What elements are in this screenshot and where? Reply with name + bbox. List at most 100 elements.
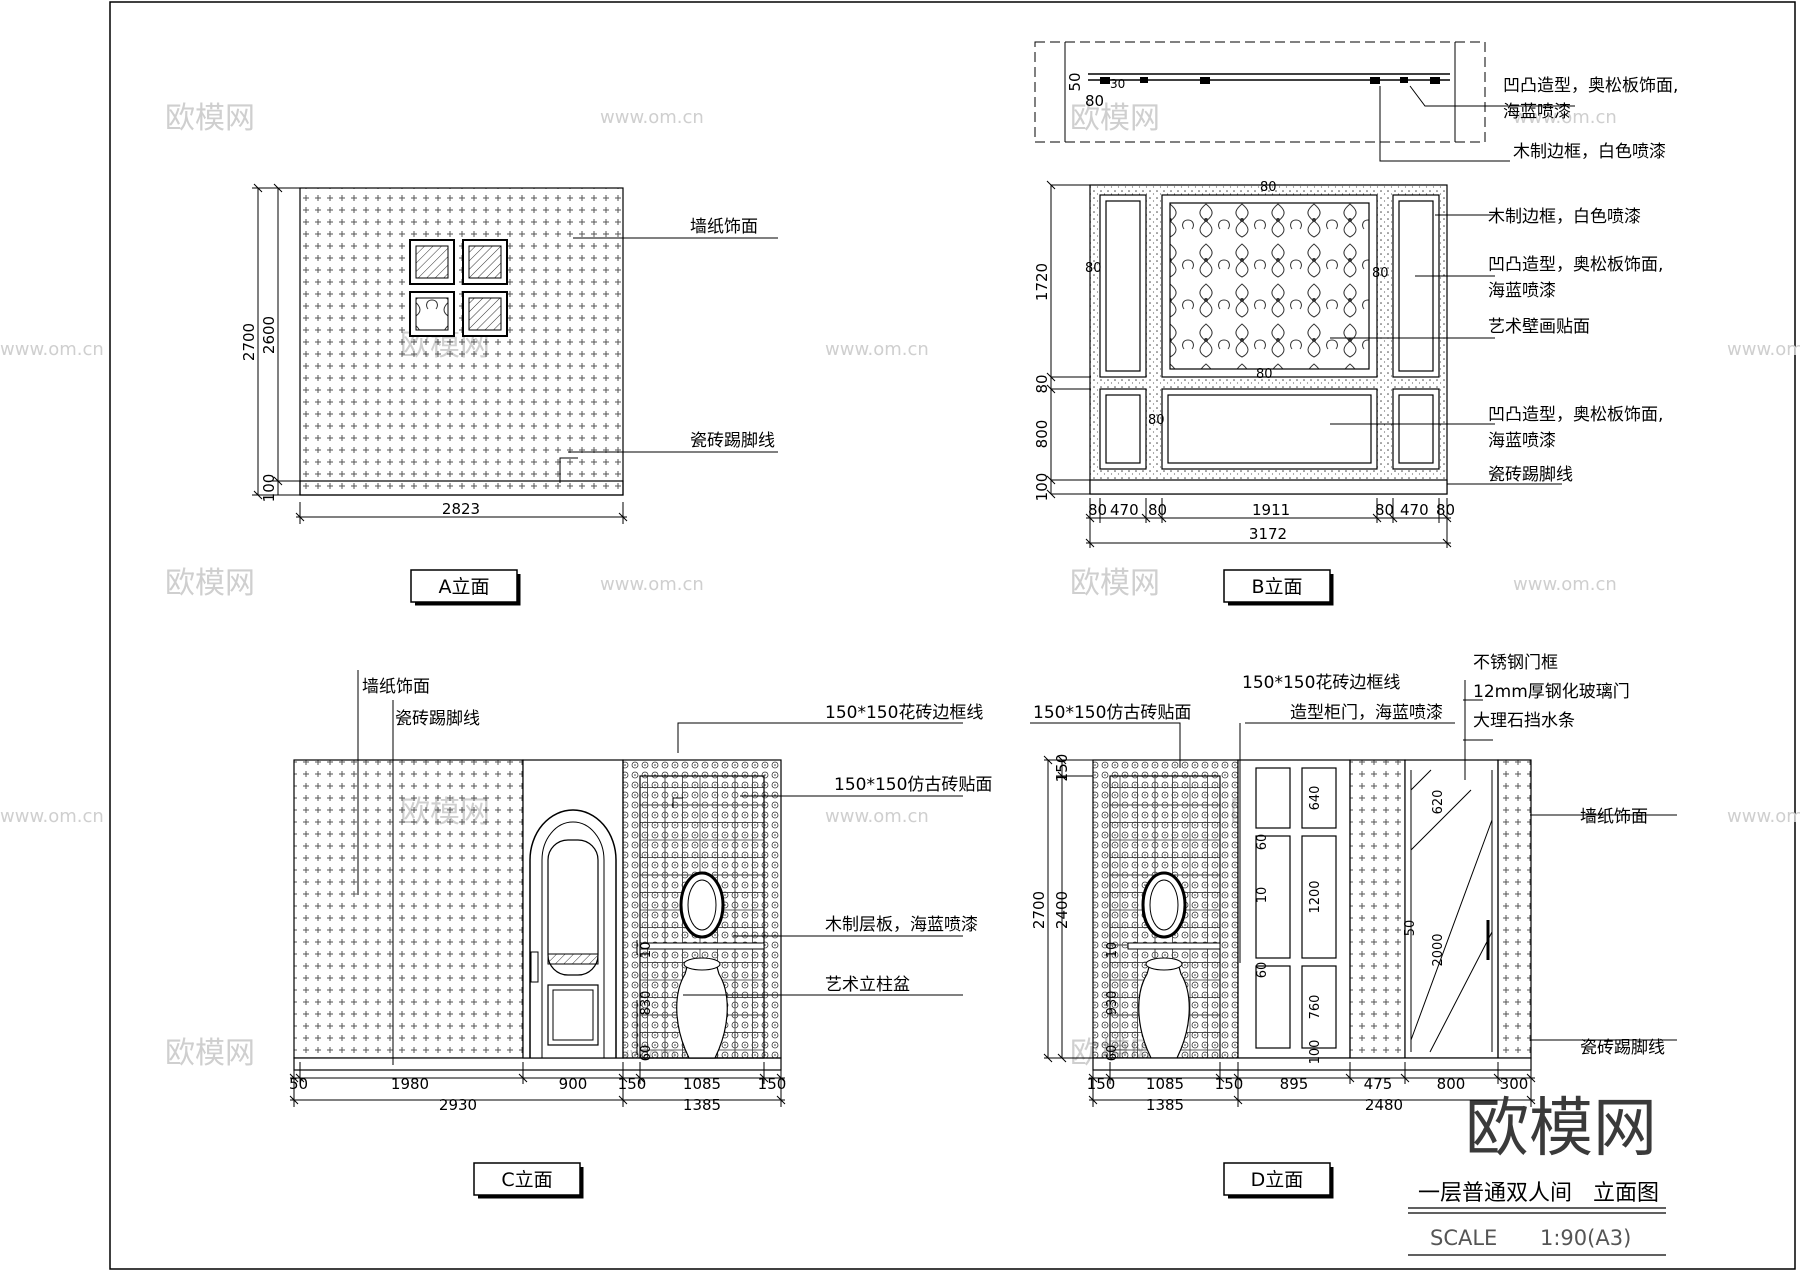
b-note-mural: 艺术壁画贴面 [1488, 317, 1590, 337]
b-dim-total: 3172 [1249, 525, 1287, 543]
c-dim-v10: 10 [639, 942, 654, 959]
b-label-box [1223, 569, 1331, 603]
d-dim-w-1: 150 [1087, 1075, 1116, 1093]
c-dim-w-2: 1980 [391, 1075, 429, 1093]
scale-label: SCALE [1430, 1226, 1497, 1250]
d-elevation-label: D立面 [1251, 1169, 1304, 1191]
c-pedestal-basin [676, 959, 728, 1059]
d-dim-w-3: 150 [1215, 1075, 1244, 1093]
c-dim-v830: 830 [639, 991, 654, 1016]
d-wallpaper-right [1497, 759, 1532, 1059]
b-note-panel-top-2: 海蓝喷漆 [1488, 281, 1556, 301]
a-dim-h-total: 2700 [240, 323, 258, 361]
a-dim-width: 2823 [442, 500, 480, 518]
c-dim-w-4: 150 [618, 1075, 647, 1093]
d-note-cabinet-door: 造型柜门，海蓝喷漆 [1290, 703, 1443, 723]
b-note-panel-top-1: 凹凸造型，奥松板饰面, [1488, 255, 1663, 275]
d-dim-c10: 10 [1255, 887, 1270, 904]
d-dim-c60a: 60 [1255, 834, 1270, 851]
c-elevation-label: C立面 [501, 1169, 552, 1191]
a-note-wallpaper: 墙纸饰面 [690, 217, 758, 237]
d-cabinet-doors[interactable] [1255, 767, 1337, 1049]
b-dim-h1720: 1720 [1033, 263, 1051, 301]
watermark-brand: 欧模网 [165, 1036, 255, 1071]
d-dim-h-2400: 2400 [1053, 891, 1071, 929]
b-inner-dim-top: 80 [1260, 180, 1277, 195]
a-wallpaper-wall [299, 187, 624, 496]
c-note-skirting: 瓷砖踢脚线 [395, 709, 480, 729]
c-dim-w-1: 50 [289, 1075, 308, 1093]
watermark-brand: 欧模网 [165, 566, 255, 601]
d-glass-door[interactable] [1404, 759, 1499, 1059]
b-elevation-label: B立面 [1251, 576, 1302, 598]
a-label-box [410, 569, 518, 603]
c-note-shelf: 木制层板，海蓝喷漆 [825, 915, 978, 935]
watermark-url: www.om.cn [1727, 806, 1800, 827]
b-plan-note-frame: 木制边框，白色喷漆 [1513, 142, 1666, 162]
b-dim-w-4: 1911 [1252, 501, 1290, 519]
watermark-url: www.om.cn [1513, 107, 1617, 128]
b-dim-w-7: 80 [1436, 501, 1455, 519]
elevation-a: 2700 2600 100 2823 墙纸饰面 瓷砖踢脚线 A立面 [240, 183, 778, 606]
watermark-brand: 欧模网 [1070, 566, 1160, 601]
b-dim-h80: 80 [1033, 374, 1051, 393]
b-dim-w-1: 80 [1088, 501, 1107, 519]
a-art-frames [409, 239, 508, 337]
watermark-url: www.om.cn [0, 806, 104, 827]
b-plan-note-panel-2: 海蓝喷漆 [1503, 102, 1571, 122]
c-dim-w-3: 900 [559, 1075, 588, 1093]
d-note-glass-door: 12mm厚钢化玻璃门 [1473, 682, 1630, 702]
b-inner-dim-left: 80 [1085, 261, 1102, 276]
b-dim-h100: 100 [1033, 473, 1051, 502]
b-note-panel-bottom-2: 海蓝喷漆 [1488, 431, 1556, 451]
d-dim-w-5: 475 [1364, 1075, 1393, 1093]
d-wood-shelf [1127, 942, 1221, 950]
d-note-border-tile: 150*150花砖边框线 [1242, 673, 1400, 693]
watermark-url: www.om.cn [825, 806, 929, 827]
d-dim-c60b: 60 [1255, 962, 1270, 979]
d-dim-h-total: 2700 [1030, 891, 1048, 929]
d-dim-v930: 930 [1105, 991, 1120, 1016]
d-note-steel-frame: 不锈钢门框 [1473, 653, 1558, 673]
elevation-b: 50 30 80 凹凸造型，奥松板饰面, 海蓝喷漆 木制边框，白色喷漆 1720… [1033, 41, 1678, 606]
d-note-wallpaper: 墙纸饰面 [1580, 807, 1648, 827]
watermark-brand: 欧模网 [165, 101, 255, 136]
watermark-url: www.om.cn [1727, 339, 1800, 360]
c-label-box [473, 1162, 581, 1196]
b-skirting [1089, 479, 1448, 495]
c-door-handle[interactable] [530, 951, 539, 983]
b-dim-w-5: 80 [1375, 501, 1394, 519]
d-dim-total-left: 1385 [1146, 1096, 1184, 1114]
b-art-mural [1169, 202, 1370, 370]
watermark-url: www.om.cn [600, 107, 704, 128]
c-dim-v60: 60 [639, 1045, 654, 1062]
d-dim-v60: 60 [1105, 1045, 1120, 1062]
b-plan-dim-50: 50 [1066, 72, 1084, 91]
d-dim-w-2: 1085 [1146, 1075, 1184, 1093]
d-dim-total-right: 2480 [1365, 1096, 1403, 1114]
scale-value: 1:90(A3) [1540, 1226, 1631, 1250]
d-dim-c100: 100 [1308, 1040, 1323, 1065]
watermark-url: www.om.cn [1513, 574, 1617, 595]
c-note-basin: 艺术立柱盆 [825, 975, 910, 995]
c-note-wallpaper: 墙纸饰面 [362, 677, 430, 697]
d-dim-w-7: 300 [1500, 1075, 1529, 1093]
d-dim-h-150: 150 [1053, 754, 1071, 783]
c-skirting [293, 1057, 782, 1071]
c-arched-door[interactable] [529, 809, 617, 1058]
elevation-d: 2700 2400 150 10 930 60 640 1200 760 60 … [1030, 653, 1677, 1199]
a-elevation-label: A立面 [439, 576, 490, 598]
c-dim-w-6: 150 [758, 1075, 787, 1093]
a-dim-h-wall: 2600 [260, 316, 278, 354]
b-plan-dim-30: 30 [1110, 77, 1125, 91]
b-note-skirting: 瓷砖踢脚线 [1488, 465, 1573, 485]
c-door-frame [522, 759, 624, 1059]
d-oval-mirror [1141, 871, 1187, 939]
b-inner-dim-low: 80 [1148, 413, 1165, 428]
b-plan-note-panel-1: 凹凸造型，奥松板饰面, [1503, 76, 1678, 96]
b-dim-w-6: 470 [1400, 501, 1429, 519]
watermark-brand: 欧模网 [1070, 101, 1160, 136]
watermark-url: www.om.cn [825, 339, 929, 360]
d-wallpaper-mid [1349, 759, 1406, 1059]
